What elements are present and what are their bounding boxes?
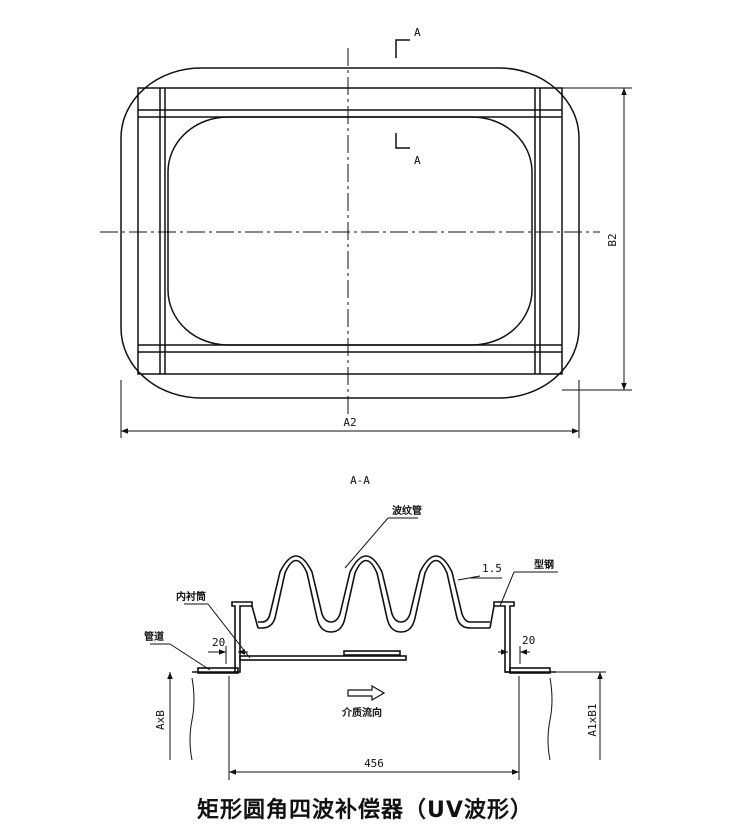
drawing-caption: 矩形圆角四波补偿器（UV波形） [197, 798, 533, 823]
section-mark-bottom: A [414, 154, 421, 167]
inner-opening [167, 116, 533, 346]
section-view [189, 555, 556, 761]
label-liner: 内衬筒 [176, 590, 206, 603]
section-title: A-A [350, 474, 370, 487]
dim-right-size: A1xB1 [586, 703, 599, 736]
bellows-inner [258, 555, 490, 623]
outer-rounded-body [120, 67, 580, 399]
liner-tube [239, 655, 407, 661]
frame-outer [137, 87, 563, 375]
label-pipe: 管道 [144, 630, 164, 643]
dim-a2: A2 [343, 416, 356, 429]
dim-left-gap: 20 [212, 636, 225, 649]
dim-left-size: AxB [154, 710, 167, 730]
dim-length: 456 [364, 757, 384, 770]
dim-b2: B2 [606, 233, 619, 246]
label-bellows: 波纹管 [392, 504, 422, 517]
right-steel-angle [493, 601, 515, 673]
dim-right-gap: 20 [522, 634, 535, 647]
label-steel: 型钢 [534, 558, 554, 571]
bellows-outer [258, 559, 490, 633]
plan-view [100, 39, 632, 438]
liner-tube-extension [343, 650, 401, 656]
section-mark-top: A [414, 26, 421, 39]
flow-arrow [347, 684, 386, 702]
left-steel-angle [231, 601, 253, 673]
dim-thickness: 1.5 [482, 562, 502, 575]
label-flow: 介质流向 [341, 706, 382, 719]
